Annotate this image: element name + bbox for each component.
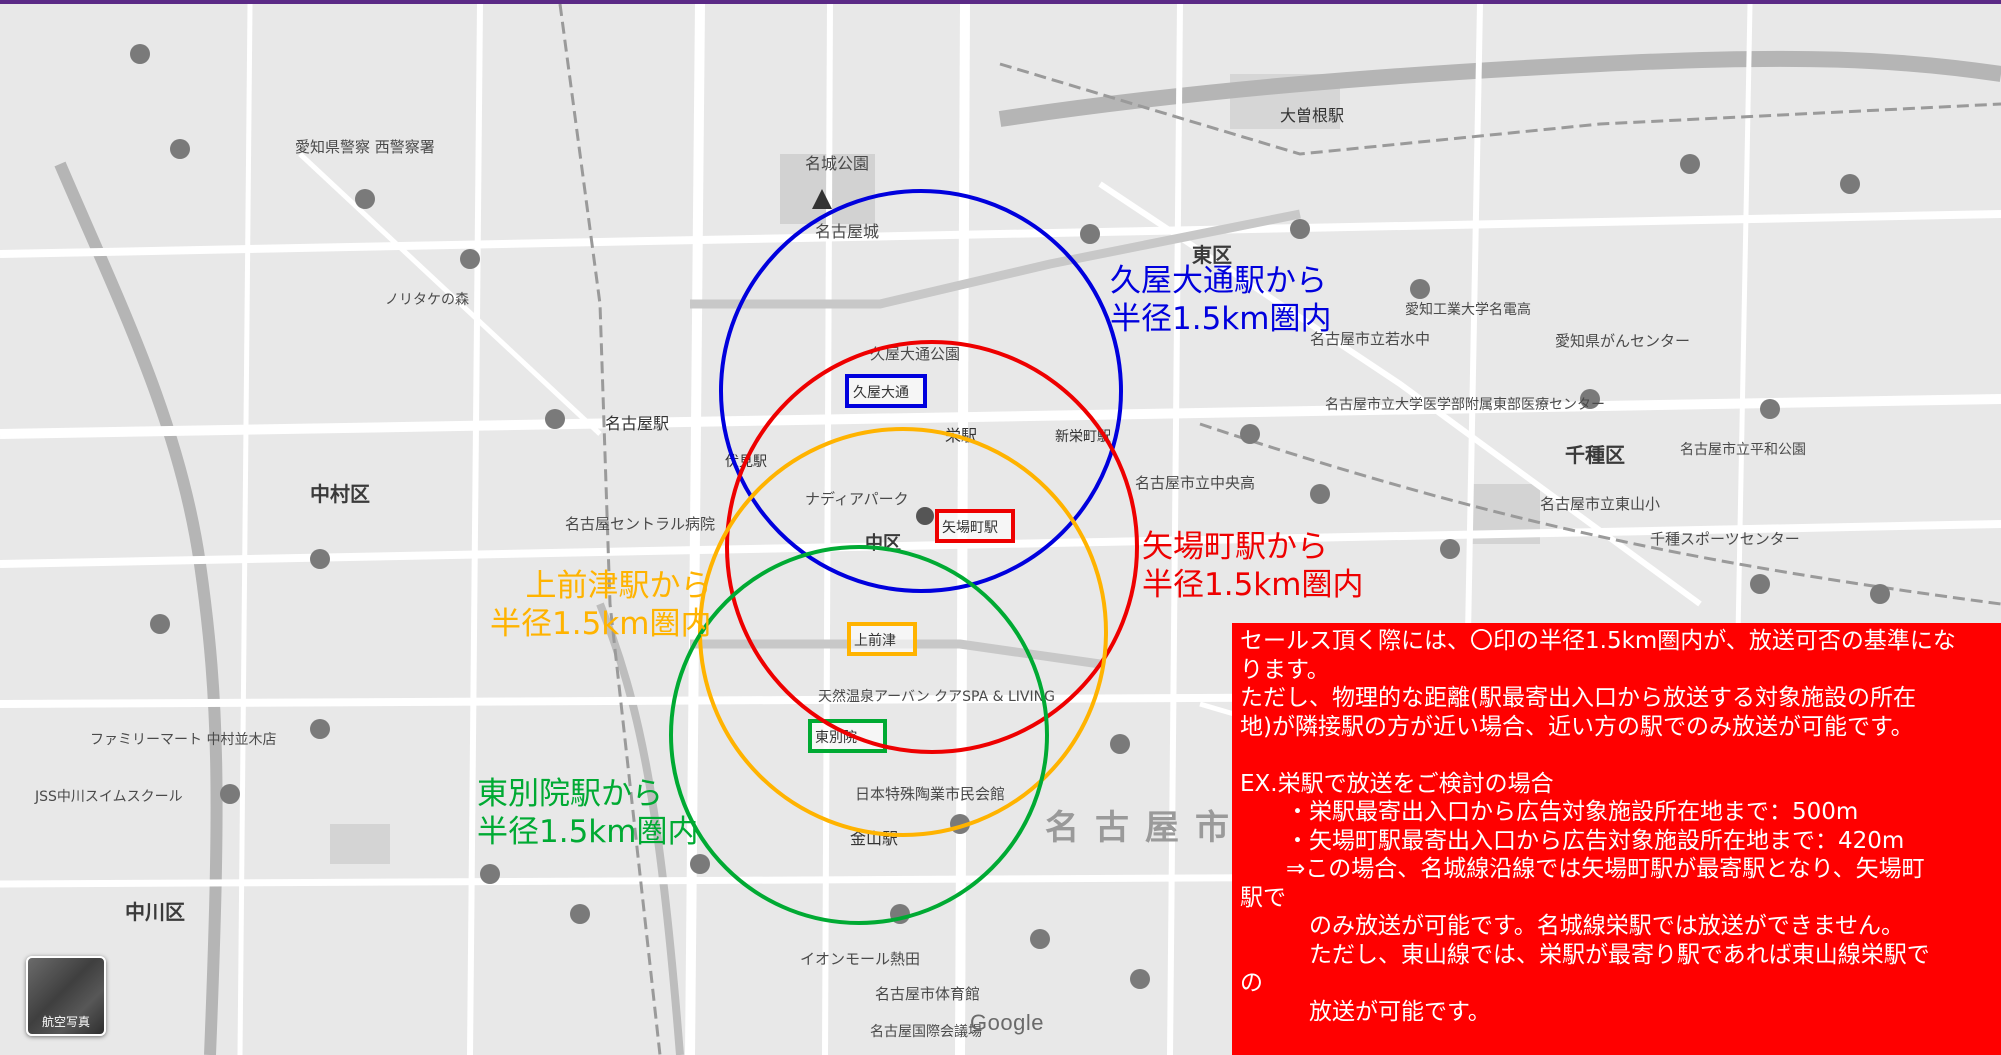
label-higashiyama-elem: 名古屋市立東山小 — [1540, 495, 1660, 513]
river — [596, 602, 684, 1055]
ring-label-yabacho: 矢場町駅から 半径1.5km圏内 — [1142, 528, 1363, 604]
station-nagoya: 名古屋駅 — [605, 414, 669, 433]
broadcast-rule-note: セールス頂く際には、〇印の半径1.5km圏内が、放送可否の基準にな ります。 た… — [1232, 623, 2001, 1055]
city-name: 名古屋市 — [1045, 808, 1245, 848]
expressway — [690, 209, 1301, 309]
note-line: EX.栄駅で放送をご検討の場合 — [1240, 770, 1554, 797]
label-central-hospital: 名古屋セントラル病院 — [565, 515, 715, 533]
ring-label-higashibetsuin-line2: 半径1.5km圏内 — [477, 814, 699, 850]
label-familymart: ファミリーマート 中村並木店 — [90, 732, 276, 748]
radius-ring-yabacho — [725, 340, 1139, 754]
ring-label-higashibetsuin-line1: 東別院駅から — [477, 776, 663, 812]
label-noritake: ノリタケの森 — [385, 292, 469, 308]
radius-ring-higashibetsuin — [669, 545, 1049, 925]
station-box-yabacho: 矢場町駅 — [935, 509, 1015, 543]
ring-label-yabacho-line1: 矢場町駅から — [1142, 529, 1328, 565]
note-line: ・矢場町駅最寄出入口から広告対象施設所在地まで：420m — [1240, 827, 1905, 854]
note-line: 地)が隣接駅の方が近い場合、近い方の駅でのみ放送が可能です。 — [1240, 713, 1914, 740]
ring-label-yabacho-line2: 半径1.5km圏内 — [1142, 567, 1364, 603]
station-box-kamimaezu: 上前津 — [847, 622, 917, 656]
label-chuo-high: 名古屋市立中央高 — [1135, 474, 1255, 492]
district-higashi: 東区 — [1192, 243, 1232, 267]
station-box-hisaya: 久屋大通 — [845, 374, 927, 408]
station-box-higashibetsuin-label: 東別院 — [815, 730, 857, 746]
note-line: ただし、物理的な距離(駅最寄出入口から放送する対象施設の所在 — [1240, 685, 1916, 711]
label-wakamizu-jhs: 名古屋市立若水中 — [1310, 330, 1430, 348]
note-line: の — [1240, 970, 1263, 996]
ring-label-kamimaezu-line2: 半径1.5km圏内 — [490, 606, 712, 642]
railway — [558, 4, 2001, 1055]
note-line: ⇒この場合、名城線沿線では矢場町駅が最寄駅となり、矢場町 — [1240, 856, 1925, 882]
ring-label-hisaya-line1: 久屋大通駅から — [1110, 263, 1327, 299]
label-nadya-park: ナディアパーク — [805, 490, 909, 508]
label-aeon-atsuta: イオンモール熱田 — [800, 950, 920, 968]
label-meiden-high: 愛知工業大学名電高 — [1405, 301, 1531, 318]
aerial-photo-toggle[interactable]: 航空写真 — [26, 956, 106, 1036]
label-east-medical: 名古屋市立大学医学部附属東部医療センター — [1325, 396, 1605, 413]
google-logo: Google — [970, 1010, 1044, 1035]
ring-label-hisaya: 久屋大通駅から 半径1.5km圏内 — [1110, 262, 1331, 338]
label-congress-center: 名古屋国際会議場 — [870, 1023, 982, 1040]
castle-icon — [812, 189, 832, 209]
note-line: 放送が可能です。 — [1240, 998, 1491, 1025]
yabacho-pin-icon[interactable] — [916, 507, 934, 525]
label-nagoya-castle: 名古屋城 — [815, 222, 879, 241]
label-cancer-center: 愛知県がんセンター — [1555, 332, 1690, 350]
note-line: 駅で — [1240, 884, 1286, 911]
label-jss-swim: JSS中川スイムスクール — [34, 789, 183, 805]
label-heiwa-park: 名古屋市立平和公園 — [1680, 441, 1806, 458]
radius-ring-hisaya — [719, 189, 1123, 593]
park-block — [330, 824, 390, 864]
district-nakagawa: 中川区 — [125, 900, 185, 924]
ring-label-hisaya-line2: 半径1.5km圏内 — [1110, 301, 1332, 337]
station-ozone: 大曽根駅 — [1280, 106, 1344, 125]
district-chikusa: 千種区 — [1565, 443, 1625, 467]
river — [54, 161, 223, 1055]
label-hisaya-park: 久屋大通公園 — [870, 345, 960, 363]
window-top-bar — [0, 0, 2001, 4]
label-nishi-police: 愛知県警察 西警察署 — [295, 138, 435, 156]
ring-label-kamimaezu: 上前津駅から 半径1.5km圏内 — [490, 567, 711, 643]
ring-label-kamimaezu-line1: 上前津駅から — [525, 568, 712, 604]
map-labels: 名古屋城 名城公園 久屋大通公園 ナディアパーク 名古屋セントラル病院 名古屋市… — [34, 138, 1806, 1040]
station-shinsakae: 新栄町駅 — [1055, 429, 1111, 445]
station-box-higashibetsuin: 東別院 — [808, 719, 887, 753]
station-box-yabacho-label: 矢場町駅 — [942, 520, 998, 536]
district-nakamura: 中村区 — [310, 482, 370, 506]
river — [998, 50, 2001, 127]
label-meijo-park: 名城公園 — [805, 154, 869, 173]
station-box-kamimaezu-label: 上前津 — [854, 632, 896, 649]
note-line: ただし、東山線では、栄駅が最寄り駅であれば東山線栄駅で — [1240, 941, 1930, 968]
aerial-photo-label: 航空写真 — [41, 1015, 90, 1029]
expressway — [690, 639, 1101, 669]
label-urban-spa: 天然温泉アーバン クアSPA & LIVING — [818, 688, 1055, 705]
note-line: のみ放送が可能です。名城線栄駅では放送ができません。 — [1240, 913, 1905, 939]
ring-label-higashibetsuin: 東別院駅から 半径1.5km圏内 — [477, 775, 698, 851]
label-chikusa-sports: 千種スポーツセンター — [1650, 530, 1800, 548]
note-line: ります。 — [1240, 656, 1330, 683]
note-line: ・栄駅最寄出入口から広告対象施設所在地まで：500m — [1240, 799, 1859, 825]
station-box-hisaya-label: 久屋大通 — [853, 385, 909, 401]
note-line: セールス頂く際には、〇印の半径1.5km圏内が、放送可否の基準にな — [1240, 628, 1956, 654]
label-gym: 名古屋市体育館 — [875, 985, 980, 1003]
label-shimin-kaikan: 日本特殊陶業市民会館 — [855, 785, 1005, 803]
note-line — [1240, 741, 2001, 770]
